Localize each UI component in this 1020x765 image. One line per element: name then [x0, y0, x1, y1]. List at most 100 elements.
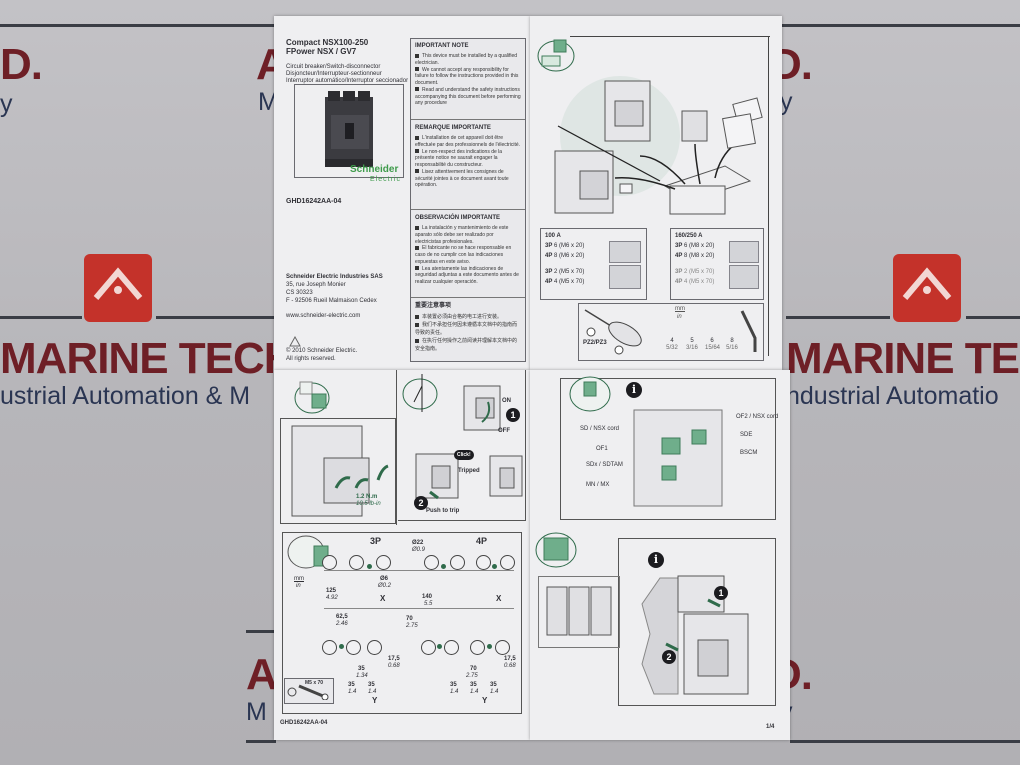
unpack-step-icon: [537, 39, 575, 72]
hole: [322, 640, 337, 655]
bolt-icon: [609, 241, 641, 263]
dim-35: 35: [358, 666, 365, 672]
dim-70-in: 2.75: [466, 673, 478, 679]
screw-hole: [339, 644, 344, 649]
off-label: OFF: [498, 428, 510, 434]
instruction-sheet-installation: 1.2 N.m 10.5 lb-in ON 1 OFF Click! Tripp…: [274, 370, 556, 740]
watermark-tagline: ustrial Automation & M: [0, 382, 251, 410]
breaker-mount-diagram: [291, 425, 389, 517]
hole: [349, 555, 364, 570]
drilling-template: [282, 532, 522, 714]
instruction-sheet-cover: Compact NSX100-250 FPower NSX / GV7 Circ…: [274, 16, 530, 370]
watermark-fragment: M: [258, 88, 279, 116]
rating-title: 160/250 A: [675, 233, 703, 239]
axis-x: X: [380, 594, 386, 603]
instruction-sheet-unpacking: 100 A 3P 6 (M6 x 20) 4P 8 (M6 x 20) 3P 2…: [530, 16, 782, 370]
hole: [495, 640, 510, 655]
note-body-en: This device must be installed by a quali…: [415, 53, 521, 107]
screw-hole: [441, 564, 446, 569]
hole: [421, 640, 436, 655]
breaker-tripped-diagram: [489, 455, 523, 497]
watermark-rule: [156, 316, 274, 319]
hole: [450, 555, 465, 570]
description-fr: Disjoncteur/Interrupteur-sectionneur: [286, 71, 382, 77]
note-title-en: IMPORTANT NOTE: [415, 43, 469, 49]
3p-label: 3P: [370, 536, 382, 546]
watermark-tagline: ndustrial Automatio: [786, 382, 999, 410]
dim-70: 70: [470, 666, 477, 672]
dim-35-in: 1.4: [450, 689, 459, 695]
hole: [322, 555, 337, 570]
note-body-fr: L'installation de cet appareil doit être…: [415, 135, 521, 189]
hole-diameter-big: Ø22: [412, 540, 424, 546]
note-body-es: La instalación y mantenimiento de este a…: [415, 225, 519, 285]
note-title-es: OBSERVACIÓN IMPORTANTE: [415, 215, 501, 221]
page-number: 1/4: [766, 724, 775, 730]
note-body-zh: 本装置必须由合格的电工进行安装。 我们不承担任何因未遵循本文档中的指南而导致的责…: [415, 314, 518, 352]
screw-kit-icon: [609, 265, 641, 289]
hole: [424, 555, 439, 570]
screw-hole: [437, 644, 442, 649]
description-en: Circuit breaker/Switch-disconnector: [286, 64, 381, 70]
dim-35: 35: [470, 682, 477, 688]
hole: [500, 555, 515, 570]
company-name: Schneider Electric Industries SAS: [286, 274, 383, 280]
schneider-logo: Schneider: [350, 164, 399, 175]
hole-diameter-small-in: Ø0.2: [378, 583, 392, 589]
poles: 4P: [545, 279, 553, 285]
poles: 3P: [675, 243, 683, 249]
unit-in: in: [296, 583, 301, 589]
bolt-icon: [729, 241, 759, 263]
accessory-label: BSCM: [740, 450, 758, 456]
watermark-logo: [84, 254, 152, 322]
screw-spec: M5 x 70: [305, 680, 324, 686]
dim-35-in: 1.34: [356, 673, 368, 679]
note-title-fr: REMARQUE IMPORTANTE: [415, 125, 491, 131]
terminal-shield-panel: [618, 538, 776, 706]
watermark-rule: [246, 630, 276, 633]
rating-title: 100 A: [545, 233, 561, 239]
screw-hole: [487, 644, 492, 649]
website-link: www.schneider-electric.com: [286, 313, 361, 319]
axis-y: Y: [482, 696, 488, 705]
accessories-panel: [560, 378, 776, 520]
on-label: ON: [502, 398, 511, 404]
accessory-label: SDE: [740, 432, 753, 438]
screw-hole: [492, 564, 497, 569]
address-line: 35, rue Joseph Monier: [286, 282, 346, 288]
accessory-label: SDx / SDTAM: [586, 462, 623, 468]
screw-qty: 2 (M5 x 70): [554, 269, 585, 275]
hole: [367, 640, 382, 655]
address-line: CS 30323: [286, 290, 313, 296]
dim-35: 35: [490, 682, 497, 688]
watermark-fragment: y: [0, 90, 13, 118]
watermark-rule: [790, 740, 1020, 743]
step-2-badge: 2: [414, 496, 428, 510]
axis-x: X: [496, 594, 502, 603]
poles: 3P: [545, 269, 553, 275]
watermark-fragment: A: [246, 650, 278, 699]
switch-symbol-icon: [402, 374, 438, 412]
hex-key-icon: [740, 310, 757, 352]
description-es: Interruptor automático/Interruptor secci…: [286, 78, 409, 84]
push-to-trip-label: Push to trip: [426, 508, 460, 514]
terminal-shield-step-icon: [535, 532, 577, 568]
unit-in: in: [677, 314, 682, 320]
product-photo-frame: [294, 84, 404, 178]
breaker-trip-diagram: [415, 453, 459, 500]
dim-35-in: 1.4: [490, 689, 499, 695]
step-1-badge: 1: [506, 408, 520, 422]
important-notes: IMPORTANT NOTE This device must be insta…: [410, 38, 526, 362]
poles: 4P: [675, 253, 683, 259]
note-title-zh: 重要注意事项: [415, 303, 452, 309]
info-icon: i: [626, 382, 642, 398]
dim-35: 35: [348, 682, 355, 688]
click-badge: Click!: [454, 450, 474, 460]
dim-62-5: 62,5: [336, 614, 348, 620]
screw-qty: 4 (M5 x 70): [684, 279, 715, 285]
screw-qty: 4 (M5 x 70): [554, 279, 585, 285]
dim-70-in: 2.75: [406, 623, 418, 629]
